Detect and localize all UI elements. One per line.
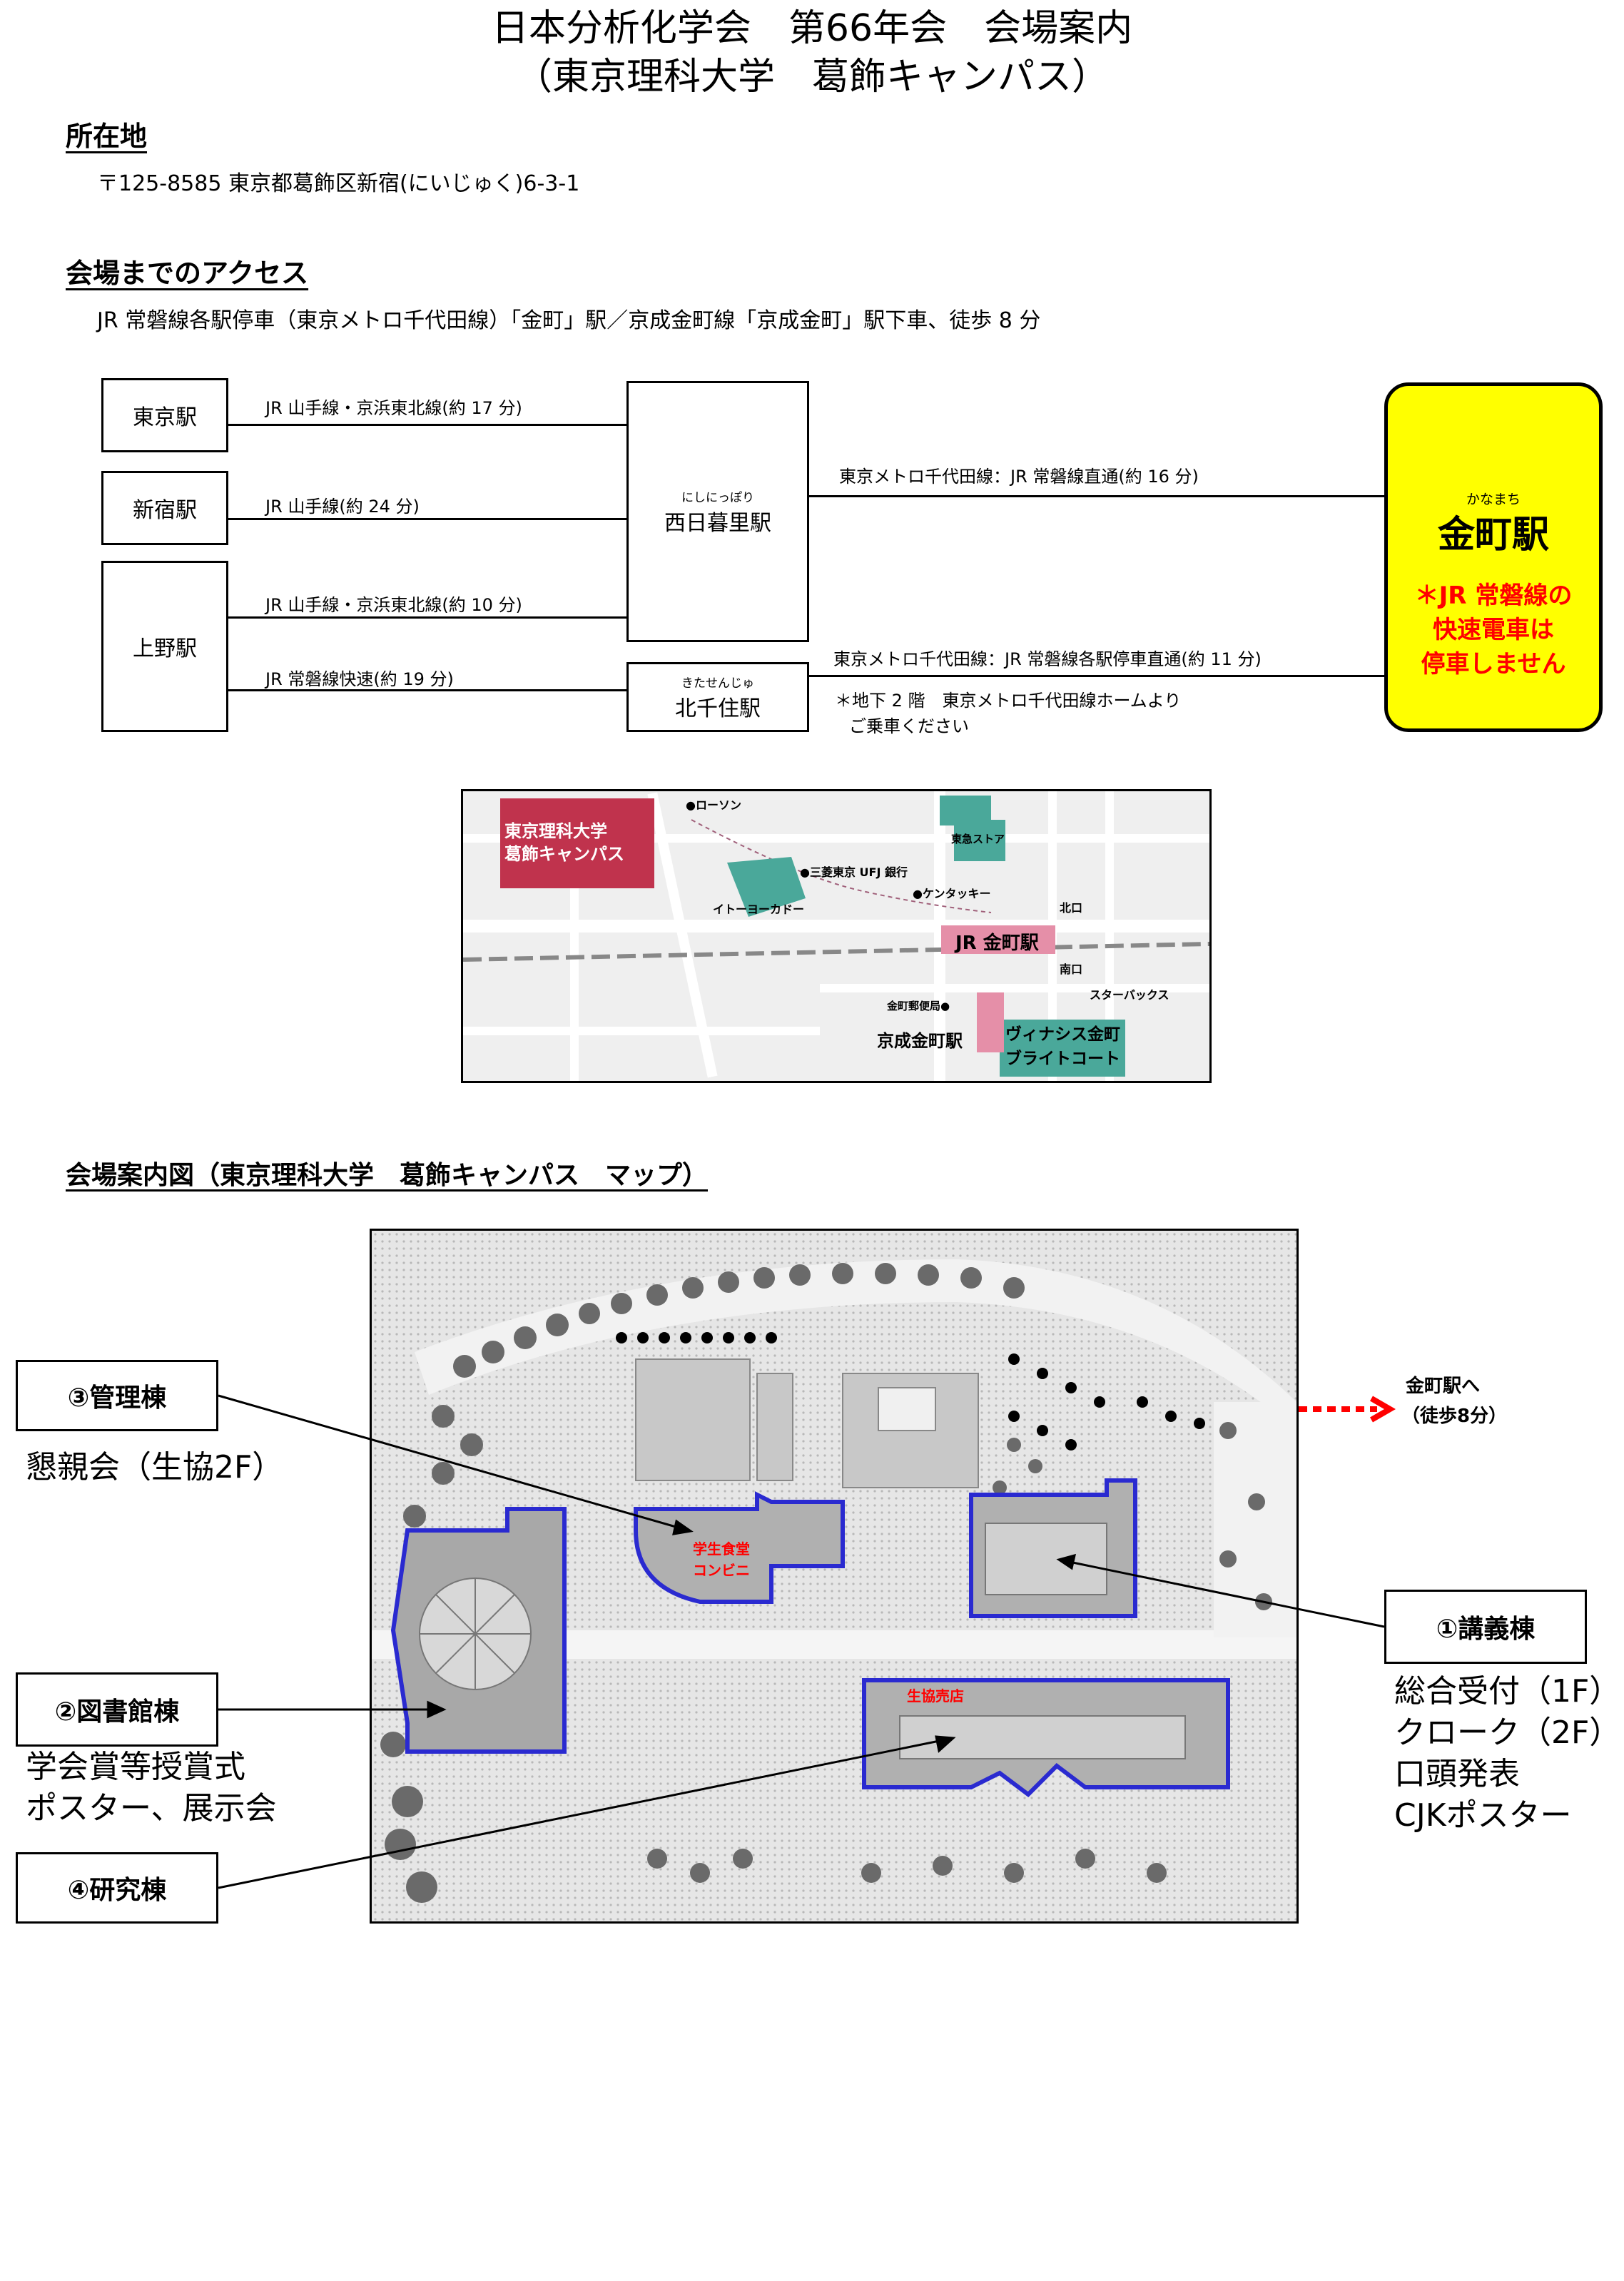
map-campus-label: 東京理科大学 葛飾キャンパス [504, 821, 624, 864]
library-desc-1: 学会賞等授賞式 [26, 1749, 245, 1785]
map-tokyu: 東急ストア [951, 833, 1005, 845]
map-jr-kanamachi: JR 金町駅 [955, 933, 1039, 954]
callout-lines [218, 1394, 1385, 1889]
lecture-desc-1: 総合受付（1F） [1394, 1673, 1621, 1710]
rapid-warning: ＊JR 常磐線の 快速電車は 停車しません [1388, 579, 1599, 681]
line-ueno-2 [228, 689, 626, 691]
map-starbucks: スターバックス [1090, 988, 1169, 1002]
route-shinjuku: JR 山手線(約 24 分) [265, 497, 420, 517]
access-summary: JR 常磐線各駅停車（東京メトロ千代田線）「金町」駅／京成金町線「京成金町」駅下… [97, 308, 1041, 333]
to-station-label: 金町駅へ [1406, 1376, 1481, 1397]
page-title: 日本分析化学会 第66年会 会場案内 [491, 7, 1133, 50]
callout-admin-building: ③管理棟 [16, 1360, 218, 1431]
address-text: 〒125-8585 東京都葛飾区新宿(にいじゅく)6-3-1 [97, 171, 580, 196]
line-tokyo [228, 424, 626, 426]
admin-building-desc: 懇親会（生協2F） [26, 1449, 284, 1485]
warning-line-3: 停車しません [1421, 650, 1566, 679]
map-post-office: 金町郵便局● [887, 1000, 950, 1012]
line-ueno-1 [228, 616, 626, 619]
map-ito: イトーヨーカドー [713, 903, 805, 916]
nishinippori-label: 西日暮里駅 [664, 510, 771, 536]
to-station-arrow [1299, 1396, 1396, 1423]
route-ueno-2: JR 常磐線快速(約 19 分) [265, 669, 454, 689]
map-south-exit: 南口 [1060, 962, 1083, 976]
map-venus: ヴィナシス金町 ブライトコート [1005, 1025, 1120, 1068]
station-nishinippori: にしにっぽり 西日暮里駅 [626, 381, 809, 642]
line-nishinippori-kanamachi [809, 495, 1384, 497]
kanamachi-ruby: かなまち [1466, 492, 1521, 507]
callout-library-building: ②図書館棟 [16, 1672, 218, 1747]
station-shinjuku: 新宿駅 [101, 471, 228, 545]
library-desc-2: ポスター、展示会 [26, 1790, 277, 1827]
area-map: 東京理科大学 葛飾キャンパス ●ローソン 東急ストア ●三菱東京 UFJ 銀行 … [461, 789, 1212, 1083]
lecture-desc-2: クローク（2F） [1394, 1714, 1621, 1751]
lecture-desc-3: 口頭発表 [1394, 1756, 1520, 1792]
note-line-2: ご乗車ください [849, 716, 969, 736]
map-lawson: ●ローソン [686, 798, 741, 812]
kitasenju-ruby: きたせんじゅ [681, 676, 754, 691]
route-nishinippori-kanamachi: 東京メトロ千代田線：JR 常磐線直通(約 16 分) [839, 467, 1199, 487]
kanamachi-label: 金町駅 [1437, 514, 1549, 557]
note-line-1: ＊地下 2 階 東京メトロ千代田線ホームより [835, 691, 1182, 711]
campus-map-heading: 会場案内図（東京理科大学 葛飾キャンパス マップ） [66, 1161, 709, 1190]
lecture-desc-4: CJKポスター [1394, 1797, 1572, 1834]
station-tokyo: 東京駅 [101, 378, 228, 452]
convenience-label: コンビニ [693, 1562, 750, 1579]
access-heading: 会場までのアクセス [66, 258, 309, 289]
nishinippori-ruby: にしにっぽり [681, 490, 754, 505]
route-tokyo: JR 山手線・京浜東北線(約 17 分) [265, 398, 522, 418]
area-map-roads [463, 791, 1209, 1081]
station-kanamachi: かなまち 金町駅 ＊JR 常磐線の 快速電車は 停車しません [1384, 382, 1603, 732]
page-subtitle: （東京理科大学 葛飾キャンパス） [514, 56, 1109, 98]
callout-lecture-building: ①講義棟 [1384, 1590, 1587, 1664]
map-north-exit: 北口 [1060, 901, 1083, 915]
campus-map-drawing [372, 1231, 1296, 1921]
warning-line-1: ＊JR 常磐線の [1414, 581, 1573, 610]
line-shinjuku [228, 518, 626, 520]
route-ueno-1: JR 山手線・京浜東北線(約 10 分) [265, 595, 522, 615]
cafeteria-label: 学生食堂 [693, 1540, 750, 1558]
station-kitasenju: きたせんじゅ 北千住駅 [626, 662, 809, 732]
route-kitasenju-kanamachi: 東京メトロ千代田線：JR 常磐線各駅停車直通(約 11 分) [833, 649, 1262, 669]
warning-line-2: 快速電車は [1433, 616, 1554, 644]
line-kitasenju-kanamachi [809, 675, 1384, 677]
map-kfc: ●ケンタッキー [913, 887, 991, 900]
walk-time-label: （徒歩8分） [1401, 1406, 1508, 1427]
map-keisei-kanamachi: 京成金町駅 [877, 1031, 963, 1051]
campus-map: 学生食堂 コンビニ 生協売店 [370, 1229, 1299, 1924]
kitasenju-label: 北千住駅 [675, 696, 761, 721]
callout-research-building: ④研究棟 [16, 1852, 218, 1924]
location-heading: 所在地 [66, 121, 148, 152]
station-ueno: 上野駅 [101, 561, 228, 732]
coop-store-label: 生協売店 [907, 1687, 964, 1705]
map-mufg: ●三菱東京 UFJ 銀行 [800, 865, 908, 879]
